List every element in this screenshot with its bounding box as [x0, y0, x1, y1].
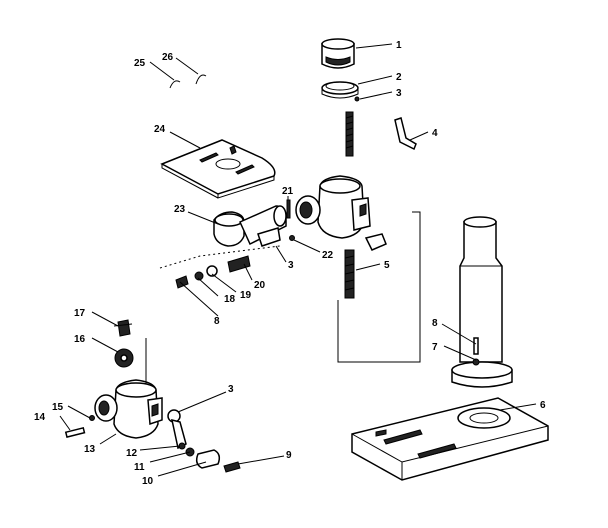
label-3: 3	[396, 88, 402, 99]
part-24-table	[160, 139, 276, 199]
part-13-housing	[94, 379, 163, 439]
label-13: 13	[84, 444, 96, 455]
label-17: 17	[74, 308, 86, 319]
label-3-lower: 3	[228, 384, 234, 395]
part-8-bolt	[473, 337, 479, 355]
label-8: 8	[214, 316, 220, 327]
column-tube	[459, 216, 503, 363]
label-5: 5	[384, 260, 390, 271]
part-15-setscrew	[89, 415, 95, 421]
label-12: 12	[126, 448, 138, 459]
label-21: 21	[282, 186, 294, 197]
label-3-arm: 3	[288, 260, 294, 271]
label-19: 19	[240, 290, 252, 301]
column-collar	[295, 175, 387, 251]
label-14: 14	[34, 412, 46, 423]
label-1: 1	[396, 40, 402, 51]
part-18-19-20-hardware	[175, 255, 251, 289]
label-2: 2	[396, 72, 402, 83]
label-11: 11	[134, 462, 145, 473]
label-7: 7	[432, 342, 438, 353]
part-3-setscrew	[354, 96, 360, 102]
label-10: 10	[142, 476, 154, 487]
label-20: 20	[254, 280, 266, 291]
part-10-handle	[195, 449, 221, 469]
label-16: 16	[74, 334, 86, 345]
part-14-pin	[64, 426, 86, 438]
part-6-base	[351, 397, 549, 481]
part-25-wire	[169, 80, 181, 89]
part-12-crank	[167, 409, 187, 450]
label-15: 15	[52, 402, 64, 413]
part-9-screw	[223, 461, 241, 473]
part-4-pin	[394, 117, 417, 151]
part-22-washer	[289, 235, 295, 241]
label-22: 22	[322, 250, 334, 261]
label-23: 23	[174, 204, 186, 215]
part-2-ring	[321, 81, 359, 99]
part-5-spring	[344, 249, 355, 299]
part-23-arm-bracket	[213, 205, 287, 247]
label-6: 6	[540, 400, 546, 411]
part-1-sleeve	[321, 38, 355, 69]
part-21-screw	[286, 199, 291, 219]
label-18: 18	[224, 294, 236, 305]
label-9: 9	[286, 450, 292, 461]
spring-upper	[345, 111, 354, 157]
label-25: 25	[134, 58, 146, 69]
part-7-washer	[472, 358, 480, 366]
column-flange	[451, 361, 513, 388]
label-26: 26	[162, 52, 174, 63]
part-26-wire	[195, 74, 207, 85]
label-8-column: 8	[432, 318, 438, 329]
label-24: 24	[154, 124, 166, 135]
label-4: 4	[432, 128, 438, 139]
part-17-screw	[113, 319, 133, 337]
part-16-gear	[114, 348, 134, 368]
